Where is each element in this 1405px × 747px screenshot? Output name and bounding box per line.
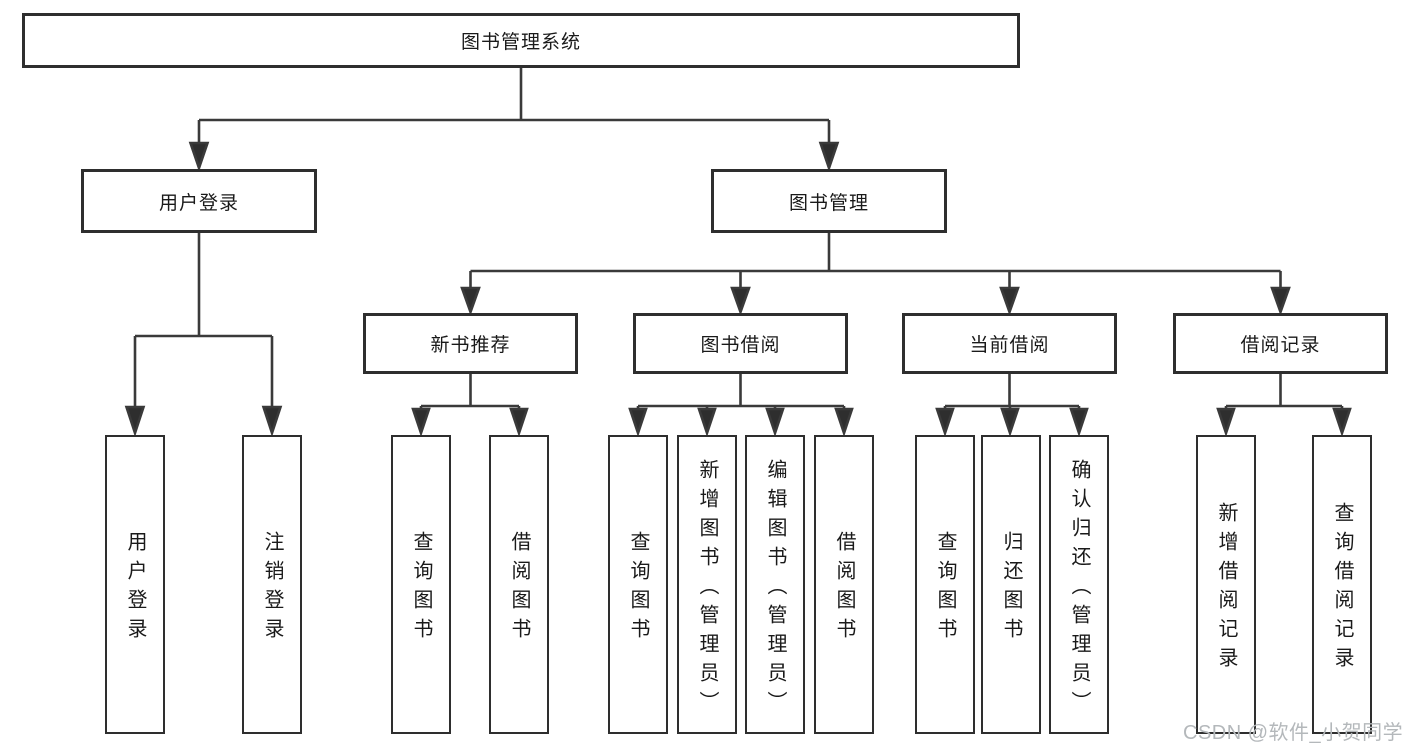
- leaf-query-books-recommend-label: 查询图书: [410, 531, 432, 647]
- node-user-login: 用户登录: [81, 169, 317, 233]
- leaf-query-books-recommend: 查询图书: [391, 435, 451, 734]
- arrowhead: [935, 407, 955, 438]
- connector-book-borrow-group: [628, 374, 854, 438]
- arrowhead: [628, 407, 648, 438]
- connector-root-to-level1: [188, 68, 840, 173]
- leaf-return-books: 归还图书: [981, 435, 1041, 734]
- arrowhead: [509, 407, 529, 438]
- connector-new-book-group: [411, 374, 529, 438]
- arrowhead: [697, 407, 717, 438]
- leaf-confirm-return-admin-label: 确认归还（管理员）: [1068, 458, 1090, 720]
- leaf-edit-books-admin-label: 编辑图书（管理员）: [764, 458, 786, 720]
- leaf-borrow-books-label: 借阅图书: [833, 531, 855, 647]
- leaf-edit-books-admin: 编辑图书（管理员）: [745, 435, 805, 734]
- leaf-query-books-borrow-label: 查询图书: [627, 531, 649, 647]
- node-current-borrow-label: 当前借阅: [969, 335, 1050, 356]
- leaf-borrow-books-recommend-label: 借阅图书: [508, 531, 530, 647]
- connector-user-login-group: [124, 233, 283, 438]
- connector-current-borrow-group: [935, 374, 1089, 438]
- arrowhead: [1069, 407, 1089, 438]
- leaf-logout-label: 注销登录: [261, 531, 283, 647]
- node-book-borrow-label: 图书借阅: [700, 335, 781, 356]
- arrowhead: [1332, 407, 1352, 438]
- leaf-confirm-return-admin: 确认归还（管理员）: [1049, 435, 1109, 734]
- arrowhead: [124, 405, 146, 438]
- node-root: 图书管理系统: [22, 13, 1020, 68]
- arrowhead: [460, 286, 481, 316]
- leaf-user-login-label: 用户登录: [124, 531, 146, 647]
- arrowhead: [261, 405, 283, 438]
- leaf-add-books-admin-label: 新增图书（管理员）: [696, 458, 718, 720]
- arrowhead: [1270, 286, 1291, 316]
- arrowhead: [188, 141, 210, 173]
- node-user-login-label: 用户登录: [158, 192, 239, 214]
- node-borrow-records: 借阅记录: [1173, 313, 1388, 374]
- arrowhead: [818, 141, 840, 173]
- arrowhead: [999, 286, 1020, 316]
- leaf-query-books-current-label: 查询图书: [934, 531, 956, 647]
- leaf-query-borrow-record: 查询借阅记录: [1312, 435, 1372, 734]
- connector-book-mgmt-group: [460, 233, 1291, 316]
- arrowhead: [730, 286, 751, 316]
- node-book-borrow: 图书借阅: [633, 313, 848, 374]
- node-new-book-recommend-label: 新书推荐: [430, 335, 511, 356]
- arrowhead: [1000, 407, 1020, 438]
- leaf-query-borrow-record-label: 查询借阅记录: [1331, 502, 1353, 676]
- leaf-borrow-books: 借阅图书: [814, 435, 874, 734]
- leaf-borrow-books-recommend: 借阅图书: [489, 435, 549, 734]
- node-root-label: 图书管理系统: [460, 32, 581, 53]
- leaf-add-books-admin: 新增图书（管理员）: [677, 435, 737, 734]
- node-book-mgmt-label: 图书管理: [788, 192, 869, 214]
- node-new-book-recommend: 新书推荐: [363, 313, 578, 374]
- arrowhead: [834, 407, 854, 438]
- node-book-mgmt: 图书管理: [711, 169, 947, 233]
- leaf-return-books-label: 归还图书: [1000, 531, 1022, 647]
- connector-borrow-record-group: [1216, 374, 1352, 438]
- arrowhead: [765, 407, 785, 438]
- leaf-query-books-current: 查询图书: [915, 435, 975, 734]
- csdn-watermark: CSDN @软件_小贺同学: [1183, 722, 1404, 744]
- leaf-add-borrow-record-label: 新增借阅记录: [1215, 502, 1237, 676]
- arrowhead: [411, 407, 431, 438]
- node-current-borrow: 当前借阅: [902, 313, 1117, 374]
- arrowhead: [1216, 407, 1236, 438]
- node-borrow-records-label: 借阅记录: [1240, 335, 1321, 356]
- leaf-logout: 注销登录: [242, 435, 302, 734]
- leaf-user-login: 用户登录: [105, 435, 165, 734]
- leaf-query-books-borrow: 查询图书: [608, 435, 668, 734]
- leaf-add-borrow-record: 新增借阅记录: [1196, 435, 1256, 734]
